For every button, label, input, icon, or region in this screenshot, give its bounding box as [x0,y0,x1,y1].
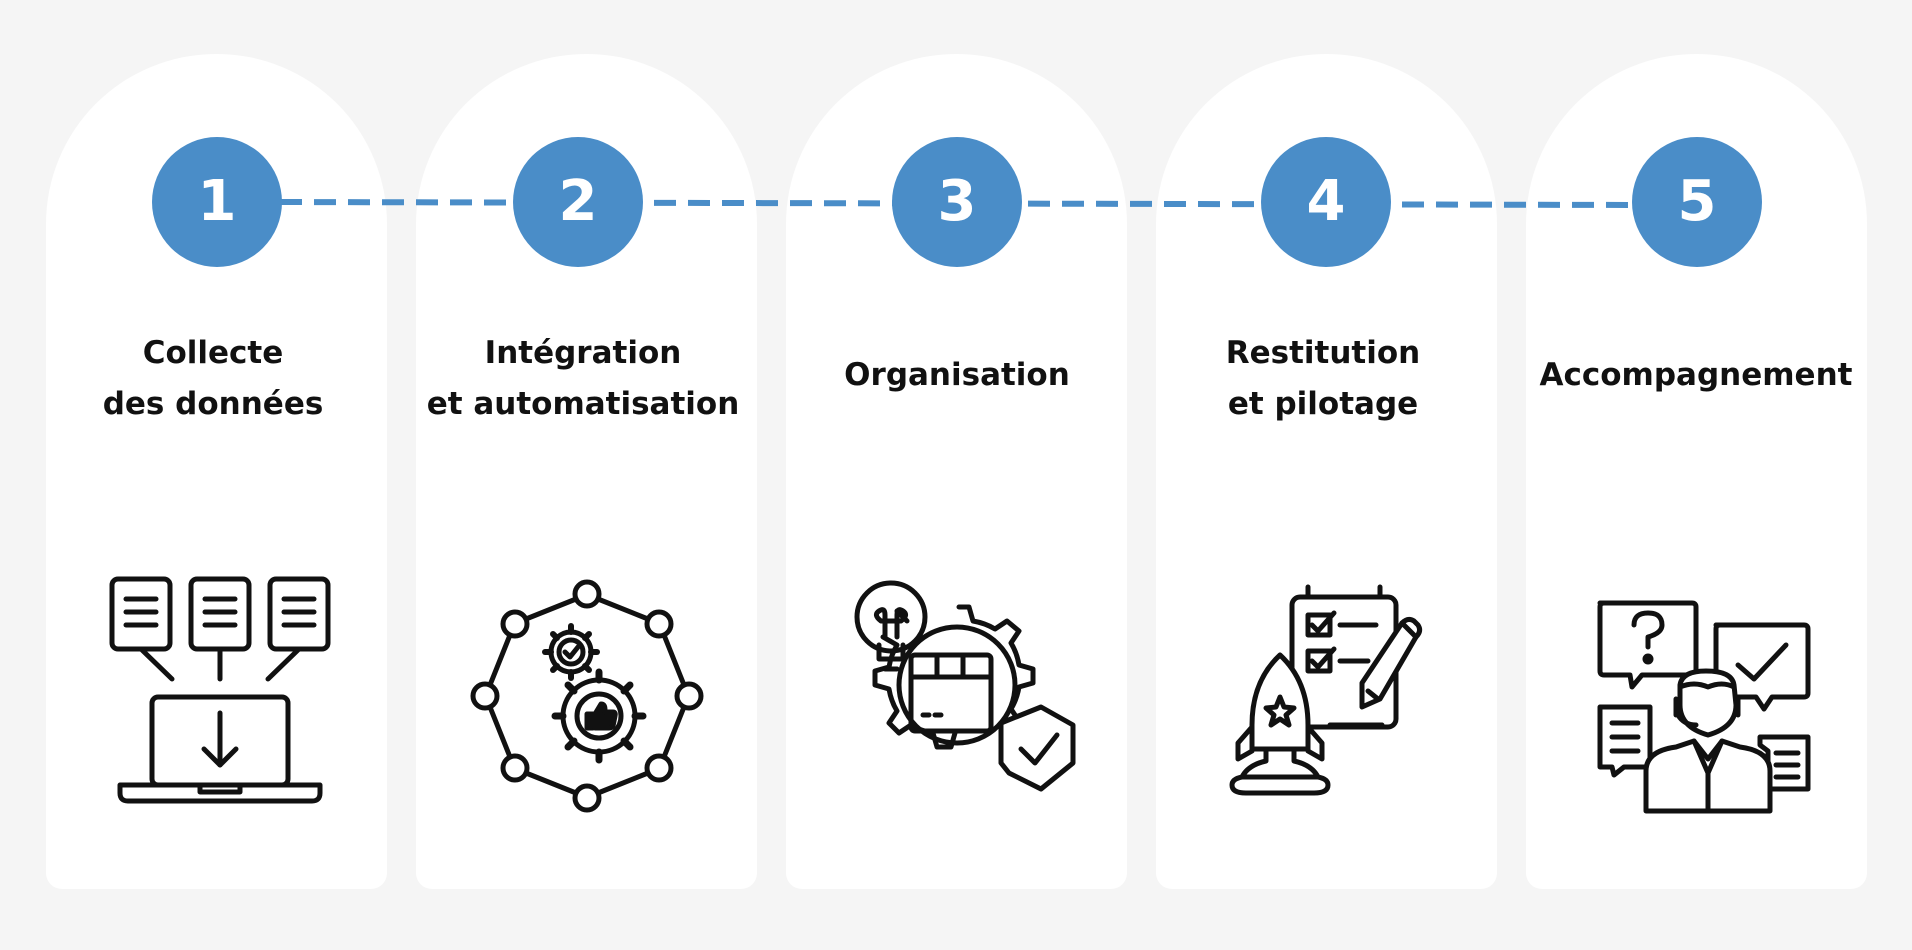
step-title-line2: et pilotage [1227,386,1419,422]
step-title-5: Accompagnement [1531,350,1861,401]
step-title-line2: des données [102,386,324,422]
step-title-line1: Accompagnement [1539,357,1853,393]
step-title-4: Restitution et pilotage [1158,328,1488,430]
step-title-line2: et automatisation [426,386,740,422]
step-title-line1: Collecte [142,335,284,371]
step-title-line1: Organisation [844,357,1070,393]
step-title-3: Organisation [792,350,1122,401]
step-number-1: 1 [152,137,282,267]
support-person-icon [1584,575,1824,815]
gear-idea-shield-icon [841,575,1081,815]
gear-network-icon [467,578,707,818]
step-number-5: 5 [1632,137,1762,267]
step-title-1: Collecte des données [48,328,378,430]
rocket-checklist-icon [1212,575,1452,815]
step-number-2: 2 [513,137,643,267]
laptop-download-icon [100,565,340,805]
step-title-2: Intégration et automatisation [418,328,748,430]
step-title-line1: Restitution [1225,335,1421,371]
step-title-line1: Intégration [484,335,682,371]
step-number-3: 3 [892,137,1022,267]
step-number-4: 4 [1261,137,1391,267]
